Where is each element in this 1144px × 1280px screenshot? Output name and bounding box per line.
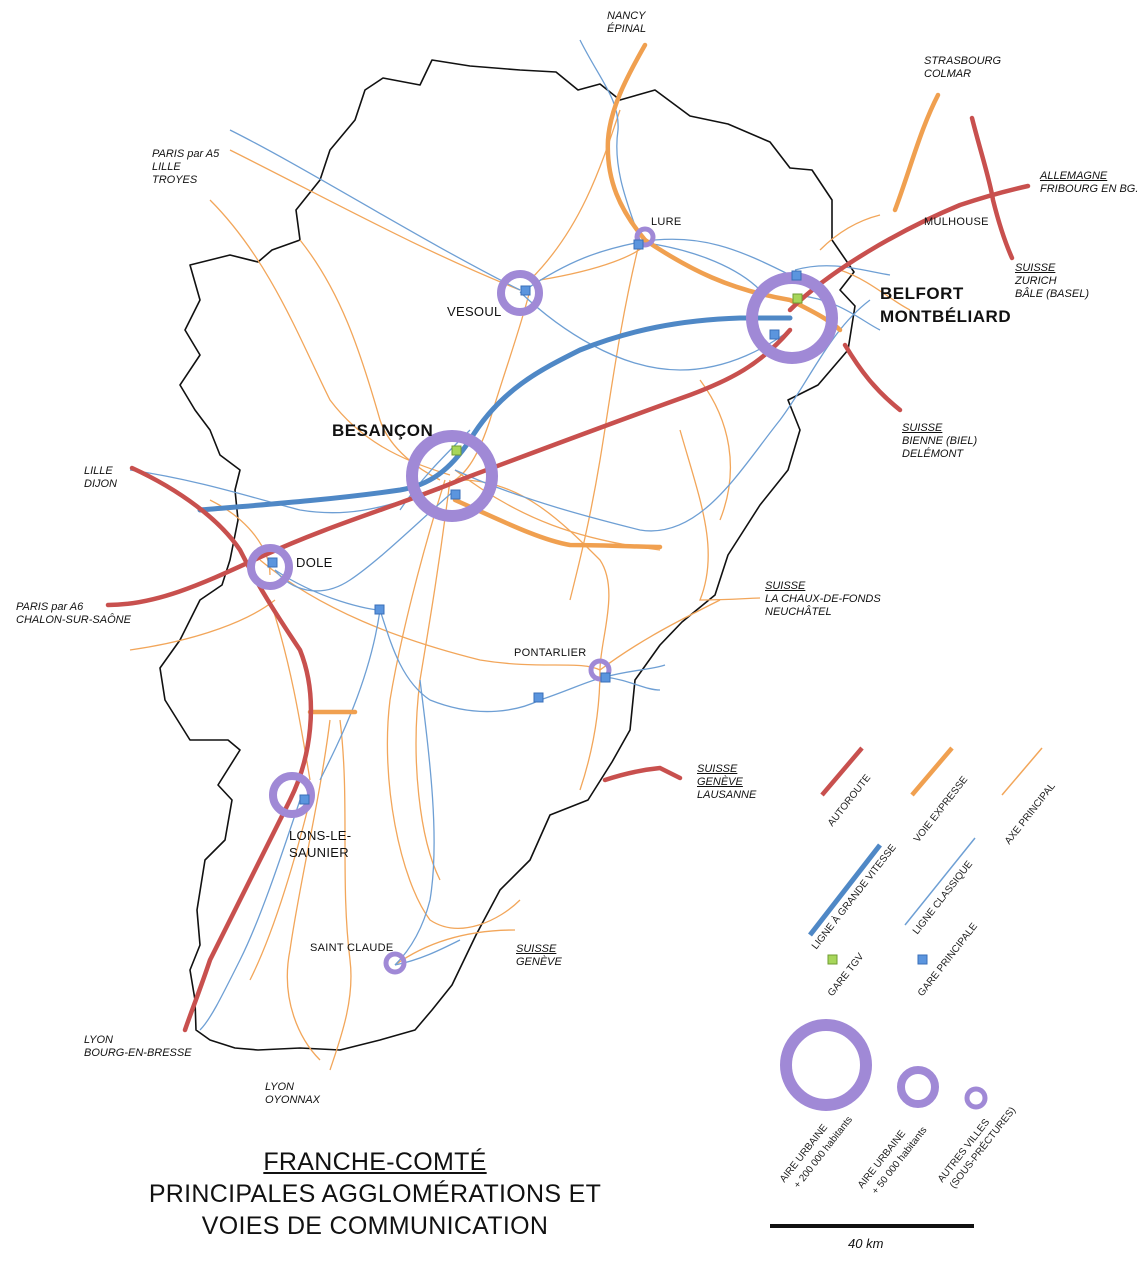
label-lons-1: LONS-LE- — [289, 828, 352, 843]
label-suisse-bienne: SUISSE BIENNE (BIEL) DELÉMONT — [902, 422, 977, 461]
legend-ligne-classique-line — [904, 837, 976, 926]
gare-belfort — [791, 270, 802, 281]
label-suisse-neuchatel-3: NEUCHÂTEL — [765, 606, 832, 618]
label-paris-a5-1: PARIS par A5 — [152, 148, 220, 160]
label-lille-dijon-1: LILLE — [84, 465, 113, 477]
gares-tgv — [451, 293, 803, 456]
label-suisse-zurich-1: SUISSE — [1015, 262, 1056, 274]
label-suisse-geneve-1: SUISSE — [516, 943, 557, 955]
gare-lure — [633, 239, 644, 250]
gare-besancon — [450, 489, 461, 500]
label-lyon-bourg: LYON BOURG-EN-BRESSE — [84, 1034, 192, 1060]
label-suisse-lausanne-3: LAUSANNE — [697, 789, 757, 801]
label-suisse-neuchatel-2: LA CHAUX-DE-FONDS — [765, 593, 881, 605]
legend-autres-villes — [964, 1086, 988, 1110]
label-mulhouse: MULHOUSE — [924, 216, 989, 228]
label-suisse-lausanne-2: GENÈVE — [697, 776, 743, 788]
label-lyon-oyonnax-1: LYON — [265, 1081, 294, 1093]
label-strasbourg: STRASBOURG COLMAR — [924, 55, 1001, 81]
legend-lgv-line — [808, 843, 882, 937]
label-lyon-bourg-2: BOURG-EN-BRESSE — [84, 1047, 192, 1059]
title-line-1: FRANCHE-COMTÉ — [263, 1148, 487, 1176]
legend-agglo-50k — [897, 1066, 939, 1108]
label-suisse-zurich-3: BÂLE (BASEL) — [1015, 288, 1089, 300]
gares-principales — [267, 239, 802, 805]
agglo-lons — [269, 772, 315, 818]
label-suisse-bienne-2: BIENNE (BIEL) — [902, 435, 978, 447]
gare-lons — [299, 794, 310, 805]
gare-frasne — [533, 692, 544, 703]
legend-autoroute-line — [820, 746, 864, 797]
gare-mouchard — [374, 604, 385, 615]
label-suisse-lausanne-1: SUISSE — [697, 763, 738, 775]
label-paris-a6: PARIS par A6 CHALON-SUR-SAÔNE — [16, 601, 131, 627]
agglo-dole — [247, 544, 293, 590]
label-paris-a5-2: LILLE — [152, 161, 181, 173]
label-lure: LURE — [651, 216, 682, 228]
label-suisse-geneve-2: GENÈVE — [516, 956, 562, 968]
label-lille-dijon-2: DIJON — [84, 478, 117, 490]
label-strasbourg-2: COLMAR — [924, 68, 972, 80]
legend-voie-expresse-line — [910, 746, 954, 797]
label-suisse-zurich-2: ZURICH — [1015, 275, 1057, 287]
scale-label: 40 km — [848, 1236, 884, 1251]
label-lyon-oyonnax: LYON OYONNAX — [265, 1081, 320, 1107]
title-line-2: PRINCIPALES AGGLOMÉRATIONS ET — [148, 1180, 602, 1208]
agglo-pontarlier — [588, 658, 612, 682]
map-title: FRANCHE-COMTÉ PRINCIPALES AGGLOMÉRATIONS… — [130, 1146, 620, 1242]
label-belfort: BELFORT — [880, 284, 964, 303]
autoroutes — [105, 115, 1031, 1033]
label-strasbourg-1: STRASBOURG — [924, 55, 1002, 67]
agglomerations — [247, 226, 838, 975]
label-suisse-lausanne: SUISSE GENÈVE LAUSANNE — [697, 763, 756, 802]
label-suisse-zurich: SUISSE ZURICH BÂLE (BASEL) — [1015, 262, 1089, 301]
label-suisse-neuchatel-1: SUISSE — [765, 580, 806, 592]
label-dole: DOLE — [296, 555, 333, 570]
label-nancy-1: NANCY — [607, 10, 646, 22]
label-allemagne-2: FRIBOURG EN BG. — [1040, 183, 1139, 195]
label-lyon-bourg-1: LYON — [84, 1034, 113, 1046]
gare-pontarlier — [600, 672, 611, 683]
label-paris-a6-2: CHALON-SUR-SAÔNE — [16, 614, 131, 626]
label-allemagne-1: ALLEMAGNE — [1040, 170, 1108, 182]
region-border — [159, 59, 856, 1051]
label-lons-2: SAUNIER — [289, 845, 349, 860]
label-suisse-bienne-3: DELÉMONT — [902, 448, 964, 460]
lignes-classiques — [129, 39, 891, 1031]
title-line-3: VOIES DE COMMUNICATION — [201, 1212, 549, 1240]
gare-montbeliard — [769, 329, 780, 340]
legend-axe-principal-line — [1001, 747, 1043, 796]
label-nancy: NANCY ÉPINAL — [607, 10, 646, 36]
label-suisse-neuchatel: SUISSE LA CHAUX-DE-FONDS NEUCHÂTEL — [765, 580, 881, 619]
agglo-lure — [634, 226, 656, 248]
label-suisse-geneve: SUISSE GENÈVE — [516, 943, 562, 969]
agglo-saint-claude — [383, 951, 407, 975]
gare-tgv-belfort — [792, 293, 803, 304]
legend-gare-principale-square — [917, 954, 928, 965]
label-allemagne: ALLEMAGNE FRIBOURG EN BG. — [1040, 170, 1138, 196]
label-vesoul: VESOUL — [447, 304, 502, 319]
label-pontarlier: PONTARLIER — [514, 647, 587, 659]
label-paris-a5-3: TROYES — [152, 174, 198, 186]
gare-tgv-besancon — [451, 445, 462, 456]
agglo-besancon — [406, 430, 498, 522]
label-lille-dijon: LILLE DIJON — [84, 465, 117, 491]
label-montbeliard: MONTBÉLIARD — [880, 307, 1012, 326]
gare-dole — [267, 557, 278, 568]
agglo-vesoul — [497, 270, 543, 316]
label-saint-claude: SAINT CLAUDE — [310, 942, 394, 954]
legend-symbols — [770, 746, 1043, 1228]
label-nancy-2: ÉPINAL — [607, 23, 647, 35]
label-paris-a6-1: PARIS par A6 — [16, 601, 84, 613]
label-paris-a5: PARIS par A5 LILLE TROYES — [152, 148, 219, 187]
legend-gare-tgv-square — [827, 954, 838, 965]
gare-vesoul — [520, 285, 531, 296]
label-besancon: BESANÇON — [332, 421, 434, 440]
legend-agglo-200k — [780, 1019, 872, 1111]
label-suisse-bienne-1: SUISSE — [902, 422, 943, 434]
voies-express — [307, 42, 941, 715]
label-lyon-oyonnax-2: OYONNAX — [265, 1094, 321, 1106]
